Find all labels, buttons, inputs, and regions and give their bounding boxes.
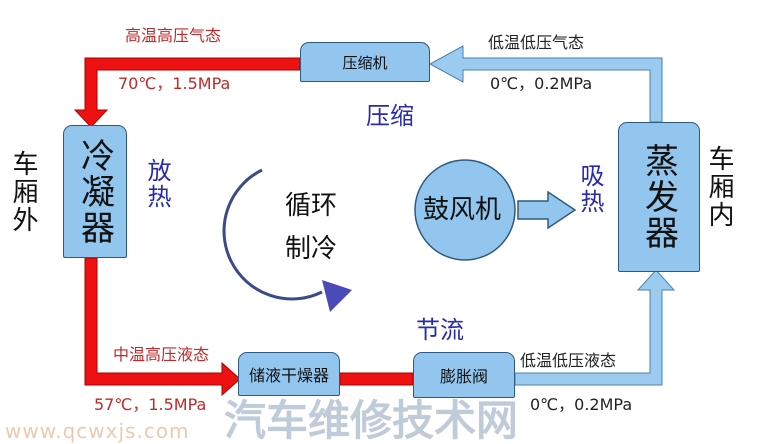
airflow-arrow-icon: [517, 190, 577, 230]
release-heat-label: 放热: [143, 158, 171, 210]
cycle-label-2: 制冷: [285, 234, 338, 264]
inside-label: 车厢内: [704, 145, 734, 229]
pipe-condenser-to-dryer: [84, 257, 241, 397]
compressor-label: 压缩机: [342, 53, 388, 72]
expansion-valve-box: 膨胀阀: [413, 352, 515, 398]
compress-label: 压缩: [366, 102, 414, 130]
evaporator-box: 蒸发器: [618, 122, 700, 272]
blower-label: 鼓风机: [423, 195, 502, 225]
receiver-dryer-box: 储液干燥器: [238, 352, 340, 396]
mid-temp-liquid-label: 中温高压液态: [113, 345, 210, 364]
pipe-dryer-to-valve: [339, 372, 414, 386]
cycle-arrowhead-icon: [322, 280, 352, 312]
condenser-label: 冷凝器: [74, 137, 115, 246]
pipe-valve-to-evaporator: [514, 269, 676, 386]
low-temp-liquid-label: 低温低压液态: [520, 351, 617, 370]
condenser-box: 冷凝器: [63, 125, 127, 258]
low-temp-liquid-value: 0℃，0.2MPa: [530, 395, 633, 414]
compressor-box: 压缩机: [300, 42, 430, 82]
high-temp-gas-label: 高温高压气态: [125, 26, 222, 45]
watermark-url: www.qcwxjs.com: [5, 419, 190, 443]
receiver-dryer-label: 储液干燥器: [248, 366, 329, 385]
low-temp-gas-value: 0℃，0.2MPa: [490, 74, 593, 93]
expansion-valve-label: 膨胀阀: [439, 367, 488, 386]
low-temp-gas-label: 低温低压气态: [488, 33, 585, 52]
blower-circle: [414, 159, 516, 261]
high-temp-gas-value: 70℃，1.5MPa: [118, 74, 231, 93]
absorb-heat-label: 吸热: [576, 163, 604, 215]
throttle-label: 节流: [416, 316, 464, 344]
mid-temp-liquid-value: 57℃，1.5MPa: [94, 395, 207, 414]
cycle-label-1: 循环: [285, 191, 338, 221]
pipe-compressor-to-condenser: [73, 57, 301, 128]
cycle-arc: [222, 168, 323, 301]
watermark-title: 汽车维修技术网: [224, 396, 519, 444]
evaporator-label: 蒸发器: [638, 143, 679, 251]
pipe-evaporator-to-compressor: [428, 45, 663, 123]
outside-label: 车厢外: [8, 150, 38, 234]
